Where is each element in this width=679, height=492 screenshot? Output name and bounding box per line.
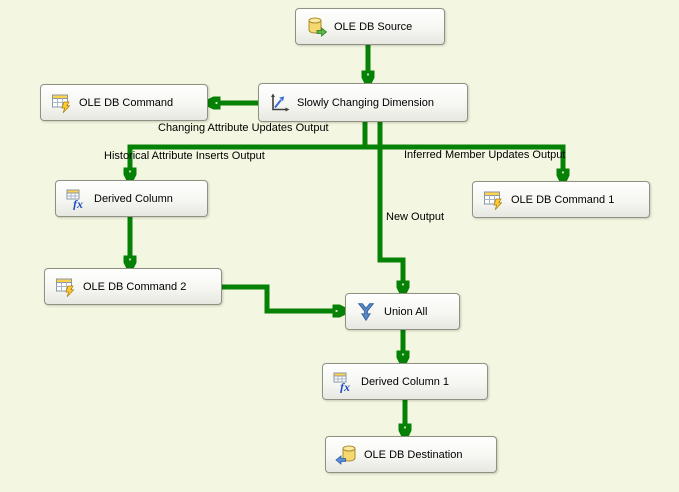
fx-icon: fx [332,371,354,393]
table-command-icon [482,189,504,211]
table-command-icon [50,92,72,114]
node-label: Derived Column 1 [361,375,450,388]
database-source-icon [305,16,327,38]
svg-text:fx: fx [73,197,83,210]
node-ole-db-command-2[interactable]: OLE DB Command 2 [44,268,222,305]
node-ole-db-command-1[interactable]: OLE DB Command 1 [472,181,650,218]
node-ole-db-source[interactable]: OLE DB Source [295,8,445,45]
union-merge-icon [355,301,377,323]
node-label: Union All [384,305,428,318]
node-label: Derived Column [94,192,173,205]
table-command-icon [54,276,76,298]
node-label: OLE DB Command [79,96,174,109]
node-derived-column-1[interactable]: fx Derived Column 1 [322,363,488,400]
node-label: OLE DB Source [334,20,413,33]
node-union-all[interactable]: Union All [345,293,460,330]
output-label-changing-attribute: Changing Attribute Updates Output [158,122,329,134]
connector-scd-to-union-all[interactable] [377,122,403,283]
output-label-historical-attribute: Historical Attribute Inserts Output [104,150,265,162]
node-label: OLE DB Command 2 [83,280,187,293]
output-label-new-output: New Output [386,211,445,223]
node-slowly-changing-dimension[interactable]: Slowly Changing Dimension [258,83,468,122]
output-label-inferred-member: Inferred Member Updates Output [404,149,566,161]
connector-scd-to-command-1[interactable] [362,122,563,171]
database-destination-icon [335,444,357,466]
scd-chart-icon [268,92,290,114]
fx-icon: fx [65,188,87,210]
connector-command-2-to-union[interactable] [222,284,335,311]
node-ole-db-command[interactable]: OLE DB Command [40,84,208,121]
node-derived-column[interactable]: fx Derived Column [55,180,208,217]
node-label: Slowly Changing Dimension [297,96,434,109]
node-label: OLE DB Destination [364,448,463,461]
svg-text:fx: fx [340,380,350,393]
node-ole-db-destination[interactable]: OLE DB Destination [325,436,497,473]
node-label: OLE DB Command 1 [511,193,615,206]
